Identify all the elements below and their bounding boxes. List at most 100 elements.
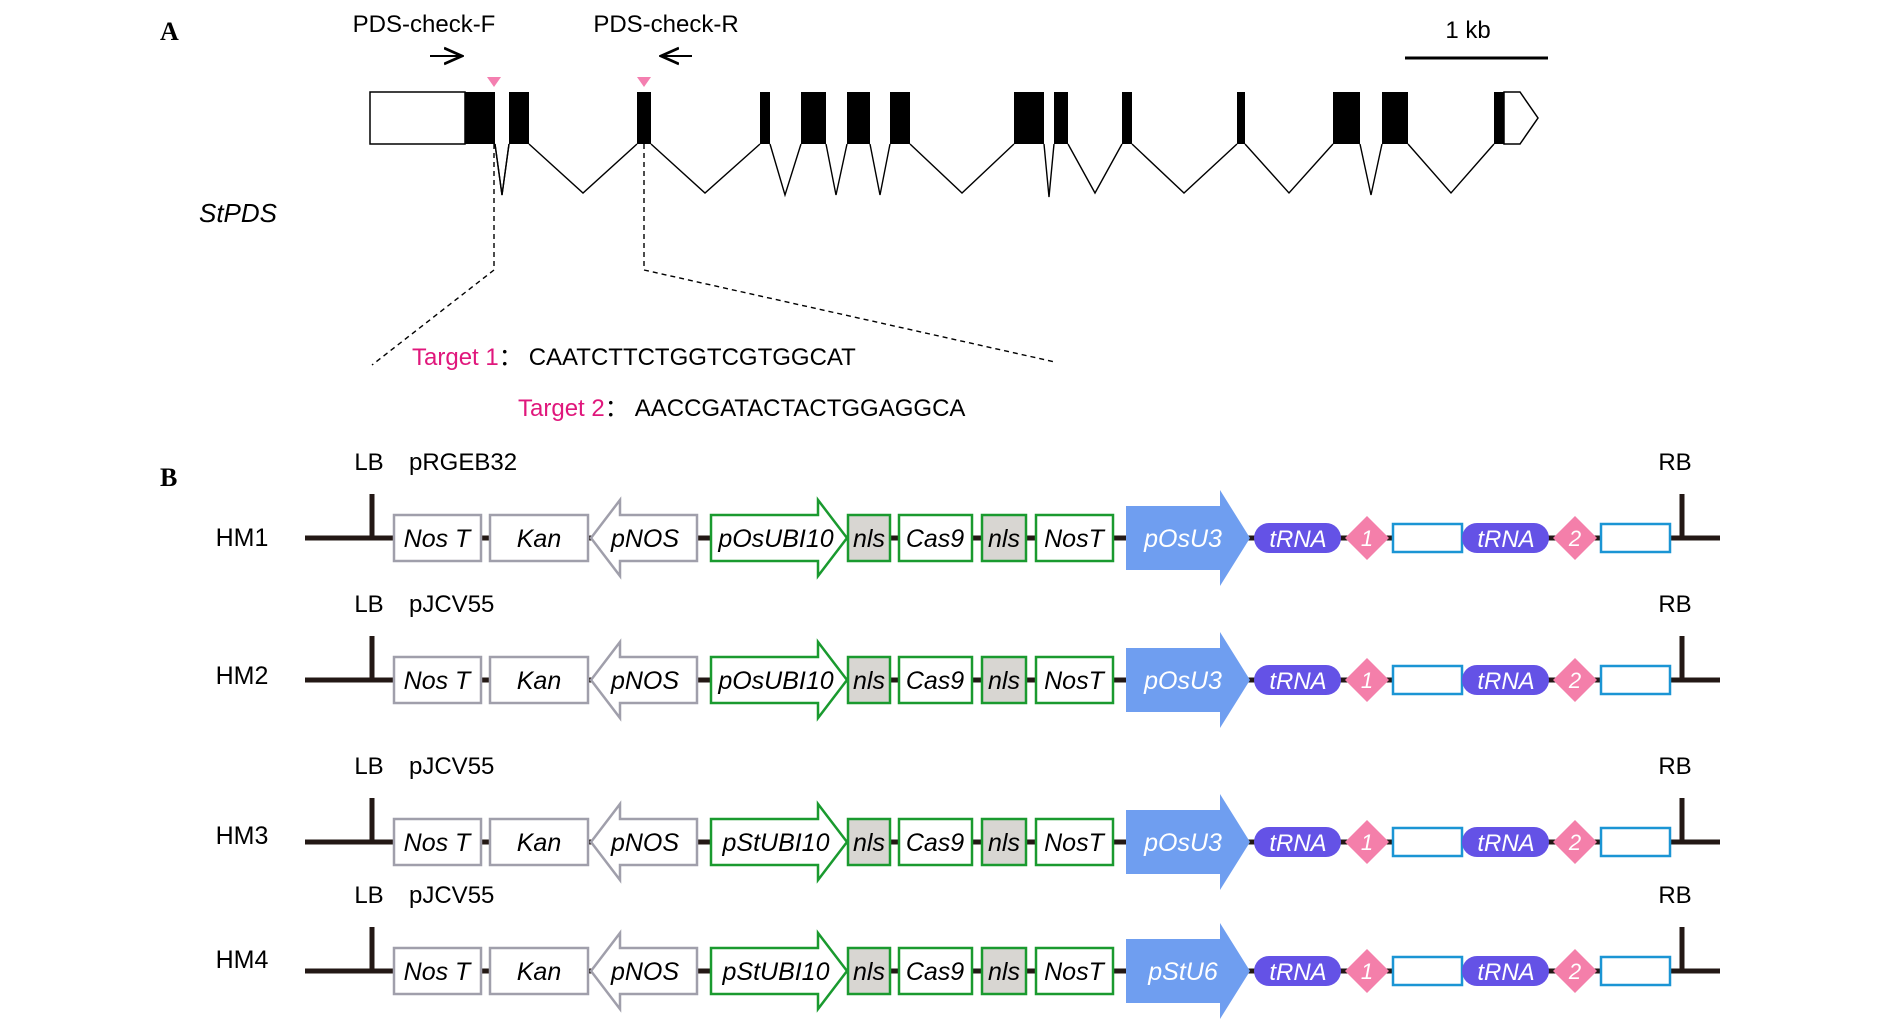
exon	[1382, 92, 1408, 144]
pnos-arrow	[589, 638, 699, 722]
nos-t-right-label: NosT	[1044, 525, 1105, 553]
target-1-marker	[487, 77, 501, 87]
exon	[509, 92, 529, 144]
target-1-zoom-line	[371, 144, 495, 366]
nls-label: nls	[988, 667, 1020, 695]
trna-label: tRNA	[1269, 526, 1326, 553]
nls-box	[980, 817, 1028, 867]
vector-name: pJCV55	[409, 591, 494, 618]
u-promoter-arrow	[1126, 632, 1250, 728]
spacer-box	[1599, 522, 1672, 554]
ubi-promoter-arrow	[709, 800, 849, 884]
ubi-promoter-label: pStUBI10	[721, 829, 829, 857]
pnos-label: pNOS	[610, 958, 679, 986]
construct-name: HM1	[216, 524, 269, 552]
nls-box	[846, 946, 892, 996]
trna-pill	[1462, 523, 1549, 553]
panel-a: A PDS-check-F PDS-check-R 1 kb	[160, 11, 1548, 422]
kan-box	[488, 946, 590, 996]
trna-label: tRNA	[1269, 830, 1326, 857]
spacer-box	[1391, 826, 1464, 858]
gene-model	[369, 91, 1539, 198]
grna-1-diamond	[1345, 949, 1389, 993]
spacer-box	[1391, 522, 1464, 554]
rb-label: RB	[1658, 591, 1691, 618]
grna-2-label: 2	[1568, 959, 1581, 984]
exon	[465, 92, 495, 144]
ubi-promoter-arrow	[709, 496, 849, 580]
spacer-box	[1391, 664, 1464, 696]
vector-name: pJCV55	[409, 882, 494, 909]
nos-t-left-box	[392, 513, 483, 563]
target-1-sequence: CAATCTTCTGGTCGTGGCAT	[529, 344, 856, 371]
cas9-label: Cas9	[906, 829, 964, 857]
trna-pill	[1462, 827, 1549, 857]
pnos-label: pNOS	[610, 667, 679, 695]
target-1: Target 1：CAATCTTCTGGTCGTGGCAT	[412, 344, 856, 371]
grna-2-diamond	[1553, 820, 1597, 864]
vector-name: pRGEB32	[409, 449, 517, 476]
grna-1-label: 1	[1361, 526, 1373, 551]
exon	[1237, 92, 1245, 144]
kan-label: Kan	[517, 525, 561, 553]
rb-label: RB	[1658, 753, 1691, 780]
kan-box	[488, 817, 590, 867]
pnos-arrow	[589, 800, 699, 884]
ubi-promoter-arrow	[709, 638, 849, 722]
grna-2-diamond	[1553, 949, 1597, 993]
grna-1-label: 1	[1361, 668, 1373, 693]
pnos-label: pNOS	[610, 525, 679, 553]
nos-t-right-box	[1034, 946, 1115, 996]
nls-label: nls	[853, 958, 885, 986]
trna-pill	[1254, 523, 1341, 553]
trna-pill	[1254, 665, 1341, 695]
utr-3	[1503, 91, 1539, 145]
spacer-box	[1599, 664, 1672, 696]
exon	[1122, 92, 1132, 144]
trna-label: tRNA	[1269, 959, 1326, 986]
u-promoter-arrow	[1126, 490, 1250, 586]
nls-box	[846, 817, 892, 867]
exon	[801, 92, 826, 144]
nos-t-left-label: Nos T	[404, 958, 472, 986]
exon	[890, 92, 910, 144]
nos-t-right-box	[1034, 655, 1115, 705]
pnos-label: pNOS	[610, 829, 679, 857]
kan-box	[488, 655, 590, 705]
introns	[494, 143, 510, 196]
grna-2-label: 2	[1568, 526, 1581, 551]
kan-label: Kan	[517, 667, 561, 695]
nls-label: nls	[853, 829, 885, 857]
gene-name: StPDS	[199, 198, 278, 228]
nls-box	[846, 655, 892, 705]
u-promoter-label: pOsU3	[1143, 525, 1222, 553]
trna-pill	[1462, 665, 1549, 695]
u-promoter-arrow	[1126, 923, 1250, 1019]
construct-name: HM2	[216, 662, 269, 690]
target-2: Target 2：AACCGATACTACTGGAGGCA	[518, 395, 965, 422]
trna-pill	[1254, 827, 1341, 857]
rb-label: RB	[1658, 882, 1691, 909]
lb-label: LB	[354, 591, 383, 618]
nos-t-right-label: NosT	[1044, 667, 1105, 695]
ubi-promoter-label: pStUBI10	[721, 958, 829, 986]
pnos-arrow	[589, 929, 699, 1013]
cas9-label: Cas9	[906, 667, 964, 695]
trna-label: tRNA	[1477, 830, 1534, 857]
intron-lines	[494, 143, 1495, 198]
exon	[760, 92, 770, 144]
scale-bar-label: 1 kb	[1445, 17, 1490, 44]
kan-box	[488, 513, 590, 563]
cas9-box	[897, 946, 974, 996]
trna-label: tRNA	[1269, 668, 1326, 695]
nls-label: nls	[988, 525, 1020, 553]
grna-1-diamond	[1345, 658, 1389, 702]
nls-box	[980, 513, 1028, 563]
nos-t-left-box	[392, 655, 483, 705]
spacer-box	[1599, 826, 1672, 858]
nls-label: nls	[853, 525, 885, 553]
